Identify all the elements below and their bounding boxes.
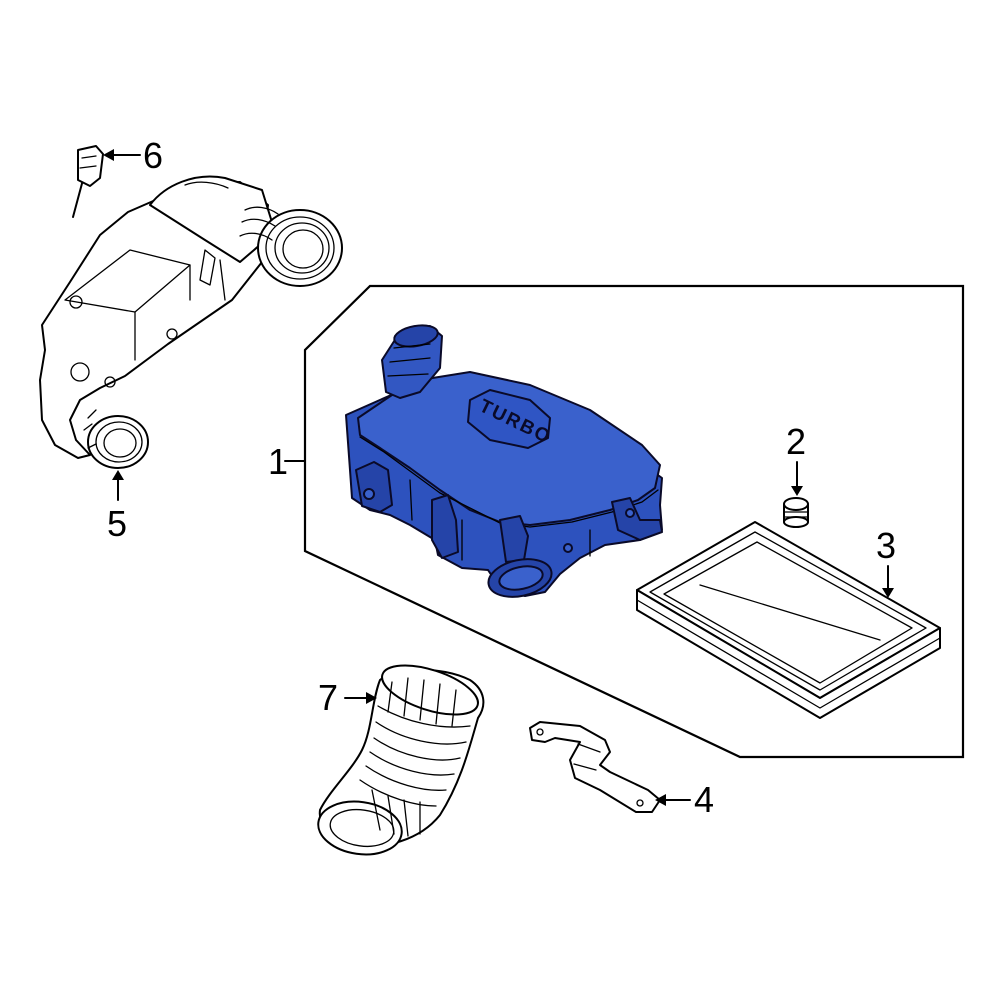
part-6-sensor[interactable] — [72, 145, 104, 218]
callout-6: 6 — [143, 135, 163, 176]
callout-7: 7 — [318, 677, 338, 718]
part-4-bracket[interactable] — [529, 721, 661, 813]
part-2-grommet[interactable] — [783, 497, 809, 528]
part-5-inlet-duct[interactable] — [39, 175, 343, 469]
part-1-air-cleaner-housing[interactable]: TURBO — [345, 322, 663, 602]
assembly-group-frame — [303, 284, 965, 759]
callout-4: 4 — [694, 779, 714, 820]
callout-leaders — [103, 149, 894, 806]
callout-3: 3 — [876, 525, 896, 566]
callout-1: 1 — [268, 441, 288, 482]
callout-2: 2 — [786, 421, 806, 462]
part-3-air-filter[interactable] — [636, 521, 941, 719]
turbo-emboss-plate — [467, 389, 551, 449]
part-7-bellows-hose[interactable] — [315, 656, 485, 860]
callout-5: 5 — [107, 503, 127, 544]
